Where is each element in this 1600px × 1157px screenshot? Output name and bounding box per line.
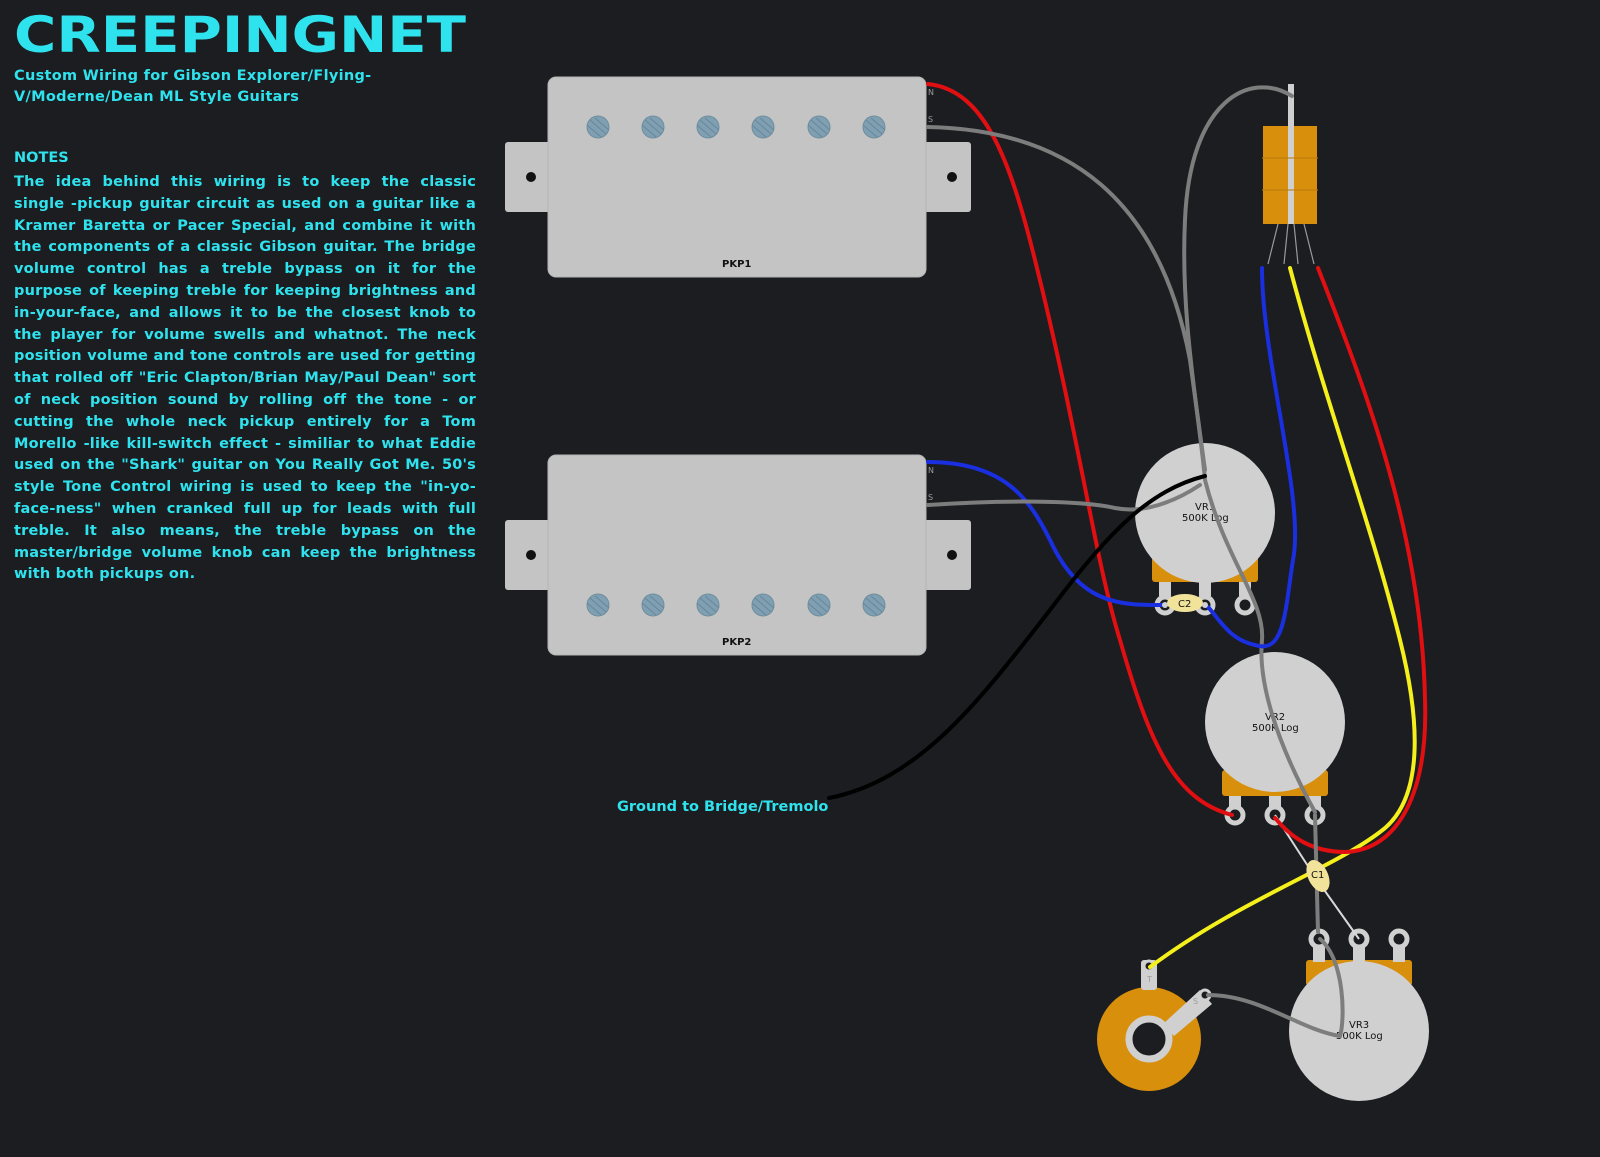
- pickup-body: [547, 76, 927, 278]
- cap-body: [1167, 594, 1203, 612]
- pickup-body: [547, 454, 927, 656]
- pickup-label: PKP1: [722, 259, 751, 270]
- pot-vr1: VR1 500K Log: [1135, 443, 1275, 616]
- wire-grey-pkp1-south: [926, 125, 1207, 472]
- switch-lever: [1288, 84, 1294, 224]
- jack-tip-label: T: [1146, 975, 1152, 984]
- ground-to-bridge-label: Ground to Bridge/Tremolo: [617, 799, 828, 815]
- jack-sleeve-label: S: [1193, 997, 1198, 1006]
- cap-label: C2: [1178, 599, 1191, 610]
- capacitor-c1: C1: [1306, 860, 1330, 892]
- toggle-switch: [1262, 84, 1318, 265]
- brand-text: CREEPINGNET: [14, 8, 466, 60]
- switch-lugs: [1267, 223, 1315, 265]
- output-jack: T S: [1097, 959, 1212, 1091]
- jack-hole: [1125, 1015, 1173, 1063]
- pot-lug: [1388, 928, 1410, 950]
- pot-lug: [1234, 594, 1256, 616]
- wire-blue-pkp2-north: [926, 460, 1164, 607]
- notes-body: The idea behind this wiring is to keep t…: [14, 174, 476, 583]
- capacitor-c2: C2: [1165, 594, 1205, 612]
- lead-n-label: N: [928, 88, 934, 97]
- pickup-pkp1: PKP1 N S: [505, 76, 971, 278]
- cap-label: C1: [1311, 870, 1324, 881]
- wires: [827, 82, 1428, 1039]
- pot-value: 500K Log: [1336, 1031, 1383, 1042]
- lead-n-label: N: [928, 466, 934, 475]
- wire-blue-switch: [1206, 266, 1298, 649]
- lead-s-label: S: [928, 493, 933, 502]
- mounting-screw-hole: [526, 172, 536, 182]
- solder-points: [1162, 602, 1208, 608]
- cap-body: [1306, 860, 1330, 892]
- wire-grey-pkp2-south: [926, 483, 1202, 512]
- wire-black-ground: [827, 474, 1207, 800]
- jack-sleeve-lug: [1163, 990, 1212, 1036]
- pickup-label: PKP2: [722, 637, 751, 648]
- mounting-screw-hole: [526, 550, 536, 560]
- wire-grey-switch-common: [1182, 85, 1317, 814]
- wire-grey-ground: [1206, 937, 1345, 1039]
- pot-vr2: VR2 500K Log: [1205, 652, 1345, 826]
- subtitle: Custom Wiring for Gibson Explorer/Flying…: [14, 68, 372, 105]
- wire-red-switch: [1273, 266, 1428, 855]
- pot-name: VR1: [1195, 502, 1215, 513]
- creepingnet-logo: CREEPINGNET: [14, 8, 466, 60]
- wire-yellow-output: [1148, 266, 1417, 969]
- wire-red-pkp1-north: [926, 82, 1234, 817]
- pot-name: VR3: [1349, 1020, 1369, 1031]
- lead-s-label: S: [928, 115, 933, 124]
- notes-heading: NOTES: [14, 150, 69, 166]
- pole-pieces: [586, 593, 886, 617]
- pot-value: 500K Log: [1182, 513, 1229, 524]
- mounting-screw-hole: [947, 172, 957, 182]
- pot-body: [1135, 443, 1275, 583]
- pot-vr3: VR3 500K Log: [1289, 928, 1429, 1101]
- pot-body: [1289, 961, 1429, 1101]
- pickup-pkp2: PKP2 N S: [505, 454, 971, 656]
- mounting-screw-hole: [947, 550, 957, 560]
- pole-pieces: [586, 115, 886, 139]
